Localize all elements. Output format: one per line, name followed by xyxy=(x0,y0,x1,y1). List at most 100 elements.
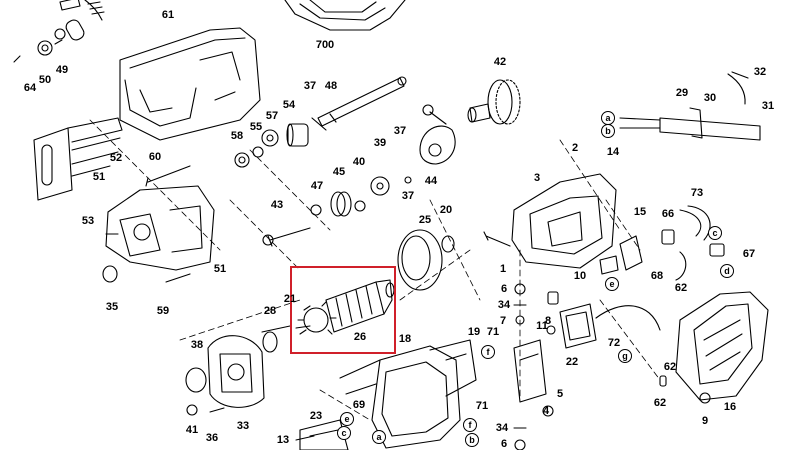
wire-marker-g-mid: g xyxy=(618,349,632,363)
wire-marker-b-top: b xyxy=(601,124,615,138)
label-part-60: 60 xyxy=(148,151,162,163)
label-part-8: 8 xyxy=(544,315,552,327)
part-1-screw xyxy=(483,231,511,247)
wire-marker-b-bottom: b xyxy=(465,433,479,447)
label-part-61: 61 xyxy=(161,9,175,21)
part-44-crank xyxy=(419,104,456,165)
spring-parts xyxy=(13,0,105,63)
label-part-62-a: 62 xyxy=(674,282,688,294)
part-9-nut xyxy=(699,392,711,404)
part-small-hardware xyxy=(513,283,559,450)
label-part-13: 13 xyxy=(276,434,290,446)
label-part-47: 47 xyxy=(310,180,324,192)
label-part-19: 19 xyxy=(467,326,481,338)
label-part-57: 57 xyxy=(265,110,279,122)
armature-highlight-box xyxy=(290,266,396,354)
label-part-42: 42 xyxy=(493,56,507,68)
label-part-37-a: 37 xyxy=(303,80,317,92)
label-part-37-b: 37 xyxy=(393,125,407,137)
label-part-28: 28 xyxy=(263,305,277,317)
label-part-38: 38 xyxy=(190,339,204,351)
wire-marker-e-mid: e xyxy=(605,277,619,291)
part-53-gear-housing xyxy=(105,185,215,271)
part-5-switch xyxy=(513,339,547,403)
label-part-68: 68 xyxy=(650,270,664,282)
label-part-700: 700 xyxy=(315,39,335,51)
label-part-29: 29 xyxy=(675,87,689,99)
label-part-62-c: 62 xyxy=(653,397,667,409)
label-part-33: 33 xyxy=(236,420,250,432)
label-part-18: 18 xyxy=(398,333,412,345)
part-59-screw xyxy=(165,273,191,283)
label-part-51-b: 51 xyxy=(213,263,227,275)
part-62-pin xyxy=(659,375,667,387)
part-25-fan-baffle xyxy=(397,229,443,291)
wire-marker-a-top: a xyxy=(601,111,615,125)
part-28-bearing xyxy=(262,331,278,353)
part-52-shoe xyxy=(33,117,123,201)
part-700-housing xyxy=(284,0,406,31)
part-48-shaft xyxy=(311,76,407,131)
label-part-21: 21 xyxy=(283,293,297,305)
part-54-bushing xyxy=(234,123,309,168)
wire-marker-d-top: d xyxy=(720,264,734,278)
label-part-2: 2 xyxy=(571,142,579,154)
part-33-end-cap xyxy=(207,335,265,408)
label-part-36: 36 xyxy=(205,432,219,444)
wire-marker-c-bottom: c xyxy=(337,426,351,440)
label-part-49: 49 xyxy=(55,64,69,76)
wire-marker-c-top: c xyxy=(708,226,722,240)
part-18-stator-housing xyxy=(339,345,461,449)
label-part-10: 10 xyxy=(573,270,587,282)
part-35-bearing xyxy=(102,265,118,283)
part-13-screw xyxy=(295,435,315,441)
label-part-1: 1 xyxy=(499,263,507,275)
label-part-54: 54 xyxy=(282,99,296,111)
label-part-40: 40 xyxy=(352,156,366,168)
wire-marker-f-bottom: f xyxy=(463,418,477,432)
label-part-14: 14 xyxy=(606,146,620,158)
label-part-5: 5 xyxy=(556,388,564,400)
label-part-59: 59 xyxy=(156,305,170,317)
label-part-53: 53 xyxy=(81,215,95,227)
label-part-15: 15 xyxy=(633,206,647,218)
label-part-50: 50 xyxy=(38,74,52,86)
label-part-23: 23 xyxy=(309,410,323,422)
part-43-screw xyxy=(267,227,311,247)
assembly-guide-lines xyxy=(89,119,661,421)
label-part-11: 11 xyxy=(536,320,548,332)
part-20-bearing xyxy=(441,235,455,253)
label-part-6-b: 6 xyxy=(500,438,508,450)
label-part-35: 35 xyxy=(105,301,119,313)
part-26-armature xyxy=(295,279,395,335)
label-part-9: 9 xyxy=(701,415,709,427)
part-cord-assembly xyxy=(619,71,761,141)
label-part-44: 44 xyxy=(424,175,438,187)
label-part-71-b: 71 xyxy=(475,400,489,412)
part-38-cap xyxy=(185,367,207,393)
wire-marker-f-mid: f xyxy=(481,345,495,359)
label-part-20: 20 xyxy=(439,204,453,216)
label-part-37-c: 37 xyxy=(401,190,415,202)
label-part-7: 7 xyxy=(499,315,507,327)
part-73-wiring xyxy=(661,205,725,281)
label-part-48: 48 xyxy=(324,80,338,92)
label-part-43: 43 xyxy=(270,199,284,211)
part-36-screw xyxy=(209,407,225,413)
label-part-58: 58 xyxy=(230,130,244,142)
label-part-66: 66 xyxy=(661,208,675,220)
label-part-39: 39 xyxy=(373,137,387,149)
label-part-72: 72 xyxy=(607,337,621,349)
label-part-34-b: 34 xyxy=(495,422,509,434)
label-part-30: 30 xyxy=(703,92,717,104)
label-part-32: 32 xyxy=(753,66,767,78)
part-3-motor-housing xyxy=(511,173,617,269)
part-11-switch xyxy=(559,303,661,349)
label-part-4: 4 xyxy=(542,405,550,417)
part-15-switch xyxy=(599,235,643,275)
label-part-55: 55 xyxy=(249,121,263,133)
label-part-73: 73 xyxy=(690,187,704,199)
part-42-gear xyxy=(467,79,521,125)
part-61-barrel xyxy=(119,27,261,141)
